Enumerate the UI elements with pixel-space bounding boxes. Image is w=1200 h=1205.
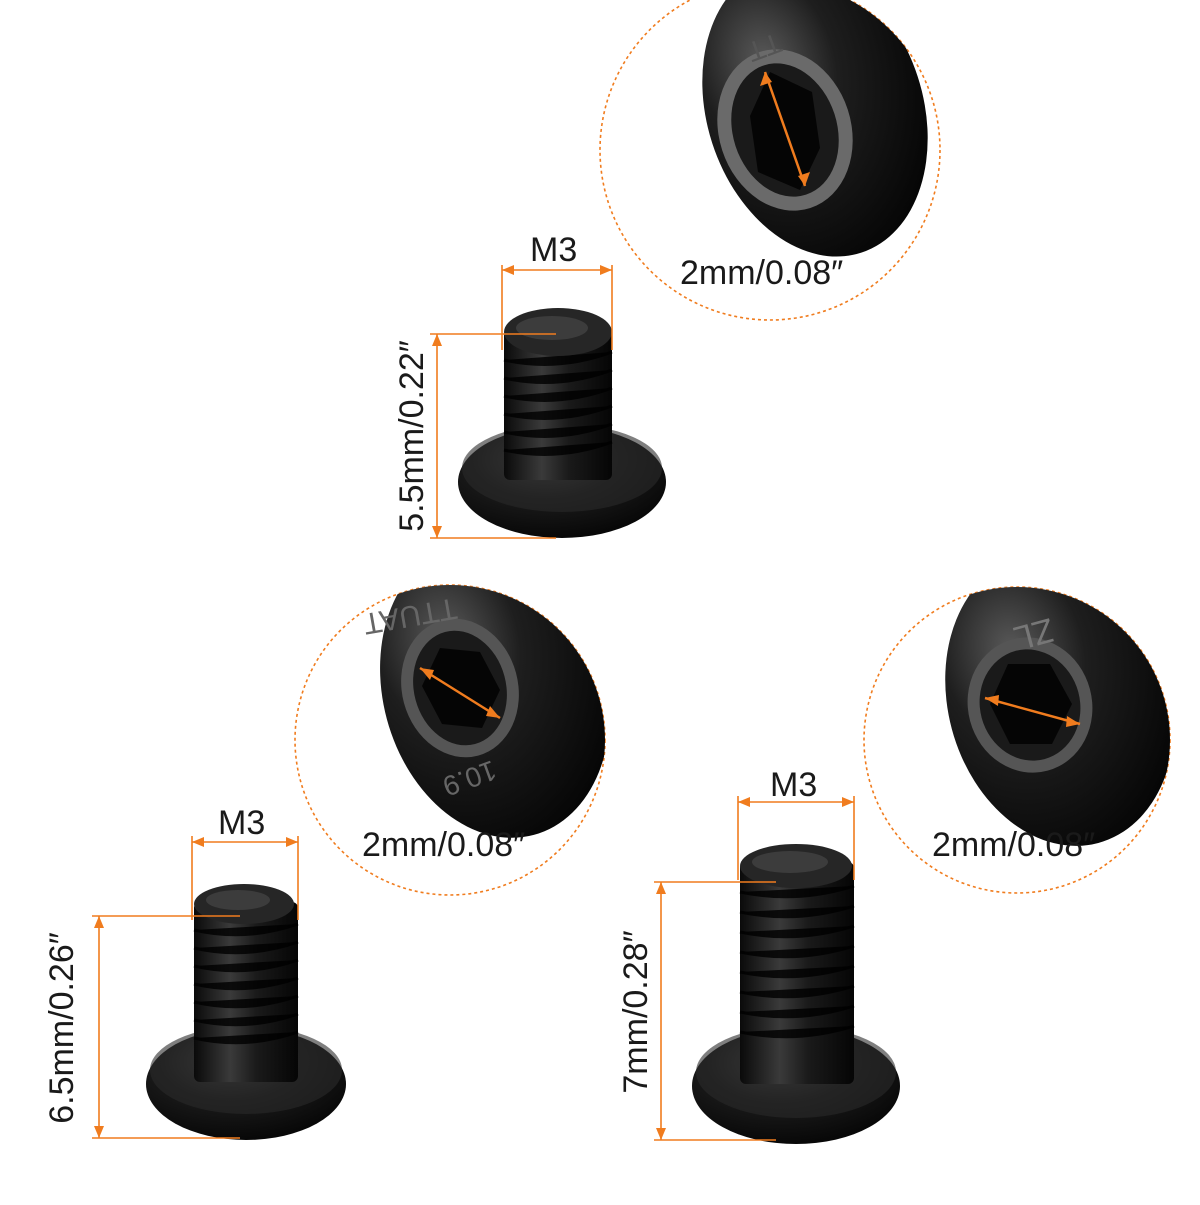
hex-dimension-line xyxy=(763,71,807,187)
hex-label-left: 2mm/0.08″ xyxy=(362,826,526,864)
length-label-bottom-left: 6.5mm/0.26″ xyxy=(43,932,81,1124)
screw-bottom-left xyxy=(146,884,346,1140)
hex-label-right: 2mm/0.08″ xyxy=(932,826,1096,864)
screw-top xyxy=(458,308,666,538)
screw-bottom-right xyxy=(692,844,900,1144)
hex-dimension-line xyxy=(419,666,501,720)
thread-label-bottom-right: M3 xyxy=(770,766,818,804)
dimension-lines-top xyxy=(430,265,613,539)
length-label-bottom-right: 7mm/0.28″ xyxy=(617,930,655,1094)
thread-label-top: M3 xyxy=(530,231,578,269)
hex-detail-top: TT xyxy=(599,0,941,321)
hex-label-top: 2mm/0.08″ xyxy=(680,254,844,292)
length-label-top: 5.5mm/0.22″ xyxy=(393,340,431,532)
hex-dimension-line xyxy=(984,696,1081,726)
thread-label-bottom-left: M3 xyxy=(218,804,266,842)
dimension-lines-bottom-right xyxy=(654,796,855,1141)
dimension-lines-bottom-left xyxy=(92,836,299,1139)
hex-detail-right: ZL xyxy=(863,586,1171,894)
